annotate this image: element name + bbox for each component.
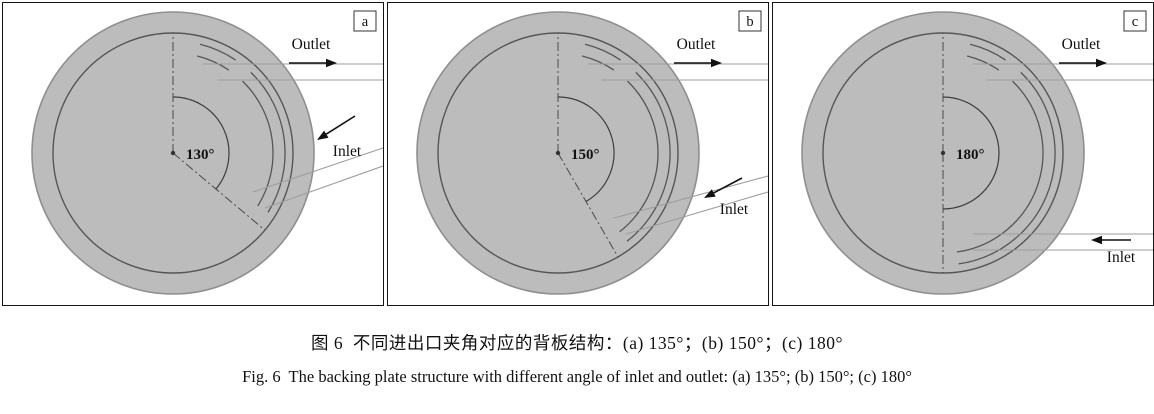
inlet-label: Inlet (1107, 249, 1136, 266)
angle-arc (557, 96, 615, 203)
inlet-label: Inlet (720, 201, 749, 218)
center-dot (170, 150, 176, 156)
angle-label: 150° (571, 147, 600, 163)
outlet-arrow-icon (1059, 58, 1107, 68)
outlet-label: Outlet (677, 36, 716, 53)
outlet-arrow-icon (289, 58, 337, 68)
channel-slot-arc (250, 71, 286, 213)
channel-slot-arc (584, 43, 621, 61)
figure-captions: 图 6 不同进出口夹角对应的背板结构：(a) 135°；(b) 150°；(c)… (0, 330, 1154, 387)
center-dot (555, 150, 561, 156)
channel-slot-arc (582, 55, 615, 71)
inlet-arrow-icon (1091, 235, 1131, 245)
channel-slot-arc (969, 43, 1006, 61)
caption-chinese: 图 6 不同进出口夹角对应的背板结构：(a) 135°；(b) 150°；(c)… (311, 333, 843, 353)
channel-slot-arc (626, 71, 671, 242)
inlet-label: Inlet (333, 143, 362, 160)
channel-slot-arc (956, 80, 1044, 253)
angle-label: 180° (956, 147, 985, 163)
panel-letter-box: c (1123, 10, 1147, 32)
center-dot (940, 150, 946, 156)
outlet-pipe-lines (203, 63, 383, 81)
inlet-pipe-lines (613, 175, 768, 235)
panel-letter-box: a (353, 10, 377, 32)
inlet-pipe-lines (252, 147, 383, 209)
channel-slot-arc (242, 80, 274, 207)
channel-slot-arc (197, 55, 230, 71)
inlet-arrow-icon (704, 177, 743, 198)
panel-letter-box: b (738, 10, 762, 32)
outlet-label: Outlet (1062, 36, 1101, 53)
inlet-arrow-icon (317, 115, 356, 140)
outlet-label: Outlet (292, 36, 331, 53)
channel-slot-arc (199, 43, 236, 61)
panel-letter: a (362, 14, 369, 30)
outlet-pipe-lines (588, 63, 768, 81)
outlet-arrow-icon (674, 58, 722, 68)
channel-slot-arc (619, 80, 659, 233)
channel-slot-arc (958, 71, 1056, 265)
channel-slot-arc (967, 55, 1000, 71)
outlet-pipe-lines (973, 63, 1153, 81)
panel-letter: c (1132, 14, 1138, 30)
inlet-pipe-lines (973, 233, 1153, 251)
angle-arc (942, 96, 1000, 210)
angle-label: 130° (186, 147, 215, 163)
inlet-centerline (172, 152, 266, 231)
angle-arc (172, 96, 230, 190)
inlet-centerline (557, 152, 619, 258)
panel-letter: b (746, 14, 753, 30)
caption-english: Fig. 6 The backing plate structure with … (242, 367, 912, 386)
